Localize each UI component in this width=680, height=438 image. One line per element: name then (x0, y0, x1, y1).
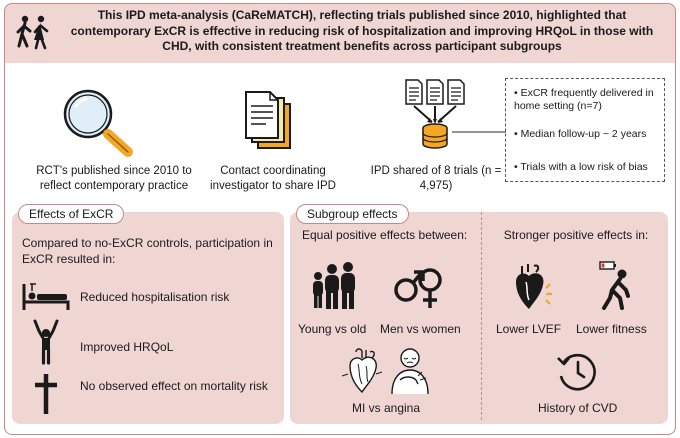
effects-title: Effects of ExCR (18, 204, 125, 224)
subgroup-diagnosis: MI vs angina (352, 401, 421, 415)
note-follow-up: • Median follow-up ~ 2 years (514, 128, 647, 140)
step-rct-label: RCT's published since 2010 to reflect co… (36, 165, 192, 192)
history-clock-icon (557, 353, 596, 391)
cross-icon (35, 374, 57, 414)
effect-mortality: No observed effect on mortality risk (80, 379, 268, 393)
database-icon (405, 79, 465, 149)
subgroup-sex: Men vs women (380, 322, 461, 336)
stronger-lvef: Lower LVEF (496, 322, 562, 336)
stronger-fitness: Lower fitness (576, 322, 647, 336)
subgroup-title: Subgroup effects (296, 204, 409, 224)
step-contact-label: Contact coordinating investigator to sha… (210, 165, 336, 192)
figure-frame (4, 3, 676, 435)
effects-intro: Compared to no-ExCR controls, participat… (22, 236, 273, 266)
subgroup-age: Young vs old (298, 322, 367, 336)
stronger-effects-heading: Stronger positive effects in: (503, 228, 649, 242)
note-low-bias: • Trials with a low risk of bias (514, 161, 648, 173)
connector-line (452, 131, 506, 133)
note-home-setting: • ExCR frequently delivered in home sett… (514, 87, 654, 112)
person-raised-arms-icon (33, 319, 59, 365)
low-fitness-icon (599, 261, 630, 310)
gender-symbols-icon (394, 268, 442, 308)
header-banner (4, 3, 676, 63)
effect-hospitalisation: Reduced hospitalisation risk (80, 290, 230, 304)
documents-icon (245, 91, 291, 149)
header-summary: This IPD meta-analysis (CaReMATCH), refl… (70, 8, 654, 53)
effect-hrqol: Improved HRQoL (80, 340, 174, 354)
chest-pain-person-icon (391, 348, 429, 395)
subgroup-panel (290, 212, 668, 424)
family-icon (313, 262, 355, 309)
magnifier-icon (63, 89, 133, 157)
heart-lvef-icon (516, 264, 552, 309)
hospital-bed-icon (22, 283, 70, 310)
step-ipd-label: IPD shared of 8 trials (n = 4,975) (370, 165, 502, 192)
stronger-cvd: History of CVD (538, 401, 618, 415)
heart-anatomy-icon (341, 348, 383, 394)
trial-notes-box: • ExCR frequently delivered in home sett… (505, 78, 665, 182)
effects-panel (12, 212, 284, 424)
subgroup-divider (481, 212, 482, 420)
equal-effects-heading: Equal positive effects between: (302, 228, 468, 242)
walking-people-icon (16, 15, 49, 50)
